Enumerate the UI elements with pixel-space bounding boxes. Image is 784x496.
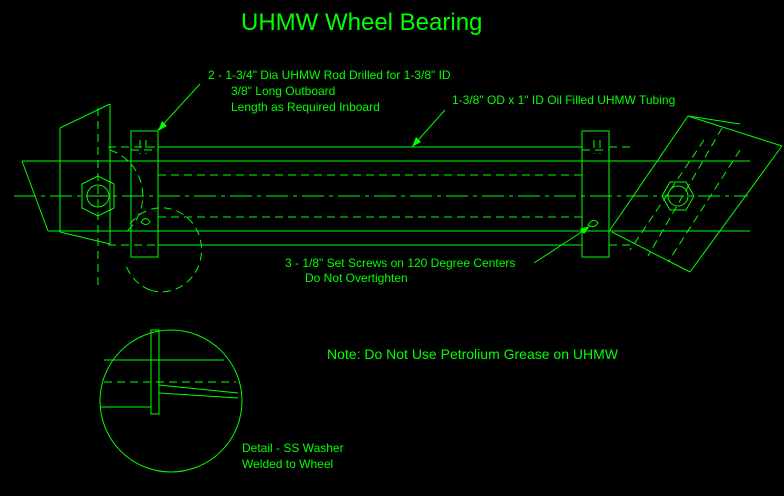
- rod-label-line-3: Length as Required Inboard: [231, 100, 380, 114]
- main-shaft: [14, 160, 750, 232]
- set-screws-label-line-1: 3 - 1/8" Set Screws on 120 Degree Center…: [285, 256, 516, 270]
- right-wheel: [609, 115, 783, 273]
- left-wheel: [59, 103, 144, 290]
- grease-note: Note: Do Not Use Petrolium Grease on UHM…: [327, 346, 618, 362]
- tubing-label: 1-3/8" OD x 1" ID Oil Filled UHMW Tubing: [452, 93, 676, 107]
- left-uhmw-rod: [108, 130, 203, 293]
- detail-label-line-1: Detail - SS Washer: [242, 441, 344, 455]
- detail-label-line-2: Welded to Wheel: [242, 457, 334, 471]
- right-uhmw-rod: [581, 130, 634, 258]
- left-hex-nut-icon: [81, 175, 115, 217]
- leader-lines: [157, 83, 590, 264]
- set-screws-label-line-2: Do Not Overtighten: [305, 271, 408, 285]
- uhmw-tubing: [158, 146, 582, 246]
- rod-label-line-1: 2 - 1-3/4" Dia UHMW Rod Drilled for 1-3/…: [208, 68, 451, 82]
- rod-label-line-2: 3/8" Long Outboard: [231, 84, 336, 98]
- drawing-title: UHMW Wheel Bearing: [241, 9, 483, 36]
- right-hex-nut-icon: [661, 181, 695, 211]
- detail-view: [99, 329, 243, 473]
